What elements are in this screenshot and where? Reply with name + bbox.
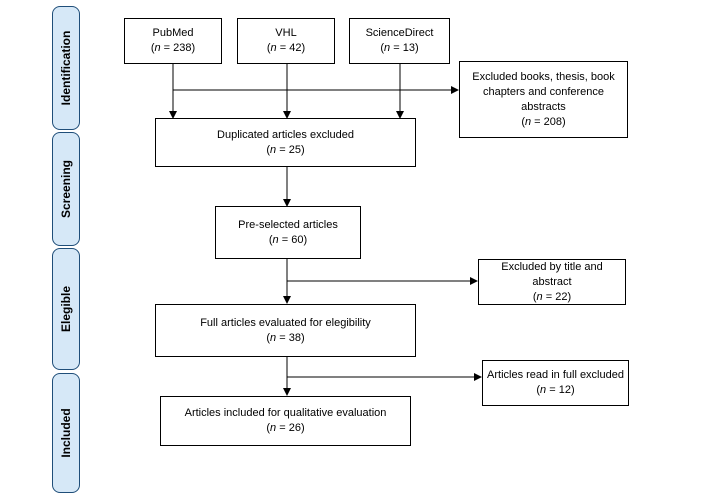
box-excluded-title-count: (n = 22) (532, 290, 572, 303)
box-full-articles: Full articles evaluated for elegibility … (155, 304, 416, 357)
box-excluded-books-count: (n = 208) (521, 115, 566, 128)
box-duplicated-title: Duplicated articles excluded (217, 128, 354, 141)
box-full-articles-title: Full articles evaluated for elegibility (200, 316, 371, 329)
box-excluded-books: Excluded books, thesis, book chapters an… (459, 61, 628, 138)
box-excluded-books-title: Excluded books, thesis, book chapters an… (472, 70, 615, 113)
box-preselected-title: Pre-selected articles (238, 218, 338, 231)
box-read-full-excluded-title: Articles read in full excluded (487, 369, 624, 381)
phase-identification: Identification (52, 6, 80, 130)
box-vhl: VHL (n = 42) (237, 18, 335, 64)
box-included-articles: Articles included for qualitative evalua… (160, 396, 411, 446)
box-included-articles-count: (n = 26) (266, 422, 305, 434)
box-preselected: Pre-selected articles (n = 60) (215, 206, 361, 259)
box-pubmed-title: PubMed (152, 27, 194, 39)
box-sciencedirect-count: (n = 13) (380, 42, 419, 54)
box-read-full-excluded-count: (n = 12) (536, 384, 575, 396)
box-duplicated: Duplicated articles excluded (n = 25) (155, 118, 416, 167)
box-pubmed: PubMed (n = 238) (124, 18, 222, 64)
box-excluded-title: Excluded by title and abstract (n = 22) (478, 259, 626, 305)
box-included-articles-title: Articles included for qualitative evalua… (184, 407, 387, 419)
box-sciencedirect: ScienceDirect (n = 13) (349, 18, 450, 64)
box-preselected-count: (n = 60) (268, 233, 308, 246)
phase-elegible: Elegible (52, 248, 80, 370)
box-pubmed-count: (n = 238) (150, 42, 196, 54)
phase-included: Included (52, 373, 80, 493)
box-read-full-excluded: Articles read in full excluded (n = 12) (482, 360, 629, 406)
box-full-articles-count: (n = 38) (266, 331, 305, 344)
box-vhl-title: VHL (275, 27, 297, 39)
box-sciencedirect-title: ScienceDirect (365, 27, 434, 39)
box-vhl-count: (n = 42) (266, 42, 306, 54)
box-duplicated-count: (n = 25) (266, 143, 305, 156)
phase-screening: Screening (52, 132, 80, 246)
box-excluded-title-title: Excluded by title and abstract (501, 260, 603, 288)
